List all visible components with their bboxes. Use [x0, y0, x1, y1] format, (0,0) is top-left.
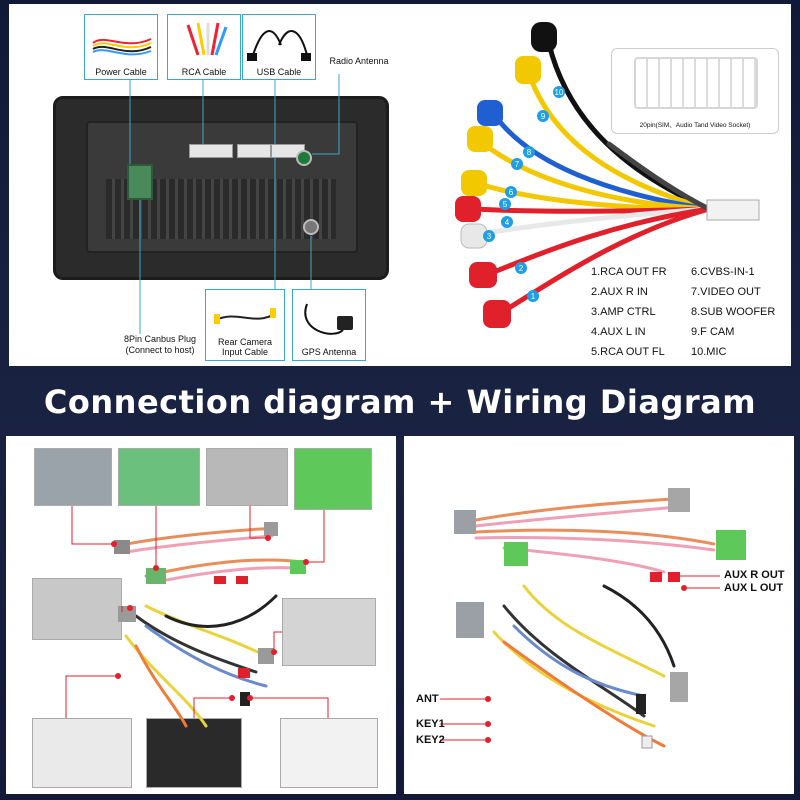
ant-label: ANT: [416, 693, 439, 705]
wiring-right-illustration: [440, 488, 746, 749]
gps-antenna-box: GPS Antenna: [292, 289, 366, 361]
cable-number-3: 3: [487, 232, 492, 241]
gps-antenna-icon: [304, 303, 353, 335]
legend-item-3: 3.AMP CTRL: [591, 306, 656, 318]
rear-camera-box: Rear Camera Input Cable: [205, 289, 285, 361]
wiring-diagram-left-panel: [6, 436, 396, 794]
connector-thumb-gray-4: [282, 598, 376, 666]
cable-number-10: 10: [555, 88, 564, 97]
rca-port: [189, 144, 233, 158]
aux-l-out-label: AUX L OUT: [724, 582, 784, 594]
connector-thumb-green-2: [294, 448, 372, 510]
aux-r-out-label: AUX R OUT: [724, 569, 785, 581]
legend-item-5: 5.RCA OUT FL: [591, 346, 665, 358]
usb-port: [237, 144, 271, 158]
key1-label: KEY1: [416, 718, 445, 730]
power-cable-box: Power Cable: [84, 14, 158, 80]
rca-cable-label: RCA Cable: [181, 67, 227, 77]
wiring-left-illustration: [65, 506, 329, 728]
canbus-port: [127, 164, 153, 200]
socket-caption: 20pin(SIM、Audio Tand Video Socket): [639, 122, 751, 129]
canbus-plug-label-line2: (Connect to host): [125, 345, 195, 355]
connection-diagram-panel: Power Cable RCA Cable USB Cable Radio An…: [9, 4, 791, 366]
legend-item-1: 1.RCA OUT FR: [591, 266, 667, 278]
cable-number-8: 8: [527, 148, 532, 157]
connector-thumb-gray-2: [206, 448, 288, 506]
legend-item-10: 10.MIC: [691, 346, 727, 358]
cable-number-1: 1: [531, 292, 536, 301]
rca-cable-box: RCA Cable: [167, 14, 241, 80]
legend-item-6: 6.CVBS-IN-1: [691, 266, 755, 278]
rear-camera-label-line1: Rear Camera: [217, 337, 273, 347]
key2-label: KEY2: [416, 734, 445, 746]
connector-thumb-white-1: [32, 718, 132, 788]
connector-thumb-gray-3: [32, 578, 122, 640]
connector-thumb-green-1: [118, 448, 200, 506]
wiring-diagram-right-panel: AUX R OUT AUX L OUT ANT KEY1 KEY2: [404, 436, 794, 794]
usb-cable-box: USB Cable: [242, 14, 316, 80]
rear-camera-cable-icon: [214, 308, 276, 324]
socket-thumbnail: 20pin(SIM、Audio Tand Video Socket): [611, 48, 779, 134]
cable-number-9: 9: [541, 112, 546, 121]
legend-item-2: 2.AUX R IN: [591, 286, 648, 298]
gps-antenna-label: GPS Antenna: [301, 347, 357, 357]
power-cable-icon: [92, 38, 152, 56]
legend-item-9: 9.F CAM: [691, 326, 735, 338]
connector-thumb-gray-1: [34, 448, 112, 506]
connector-thumb-black: [146, 718, 242, 788]
usb-cable-icon: [247, 30, 311, 61]
socket-image: [634, 57, 758, 109]
cable-number-7: 7: [515, 160, 520, 169]
cable-number-2: 2: [519, 264, 524, 273]
usb-cable-label: USB Cable: [256, 67, 302, 77]
rca-harness-illustration: 1 2 3 4 5 6 7 8 9 10: [455, 22, 760, 328]
legend-item-8: 8.SUB WOOFER: [691, 306, 776, 318]
cable-number-4: 4: [505, 218, 510, 227]
legend-item-7: 7.VIDEO OUT: [691, 286, 761, 298]
gps-port: [303, 219, 319, 235]
legend-item-4: 4.AUX L IN: [591, 326, 646, 338]
cable-number-6: 6: [509, 188, 514, 197]
power-cable-label: Power Cable: [95, 67, 147, 77]
connector-thumb-white-2: [280, 718, 378, 788]
banner-title: Connection diagram + Wiring Diagram: [43, 383, 757, 421]
antenna-port: [296, 150, 312, 166]
rca-cable-icon: [186, 22, 228, 56]
canbus-plug-label-line1: 8Pin Canbus Plug: [123, 334, 197, 344]
cable-number-5: 5: [503, 200, 508, 209]
connection-lines: [129, 74, 340, 334]
radio-antenna-label: Radio Antenna: [329, 56, 389, 66]
rear-camera-label-line2: Input Cable: [221, 347, 269, 357]
